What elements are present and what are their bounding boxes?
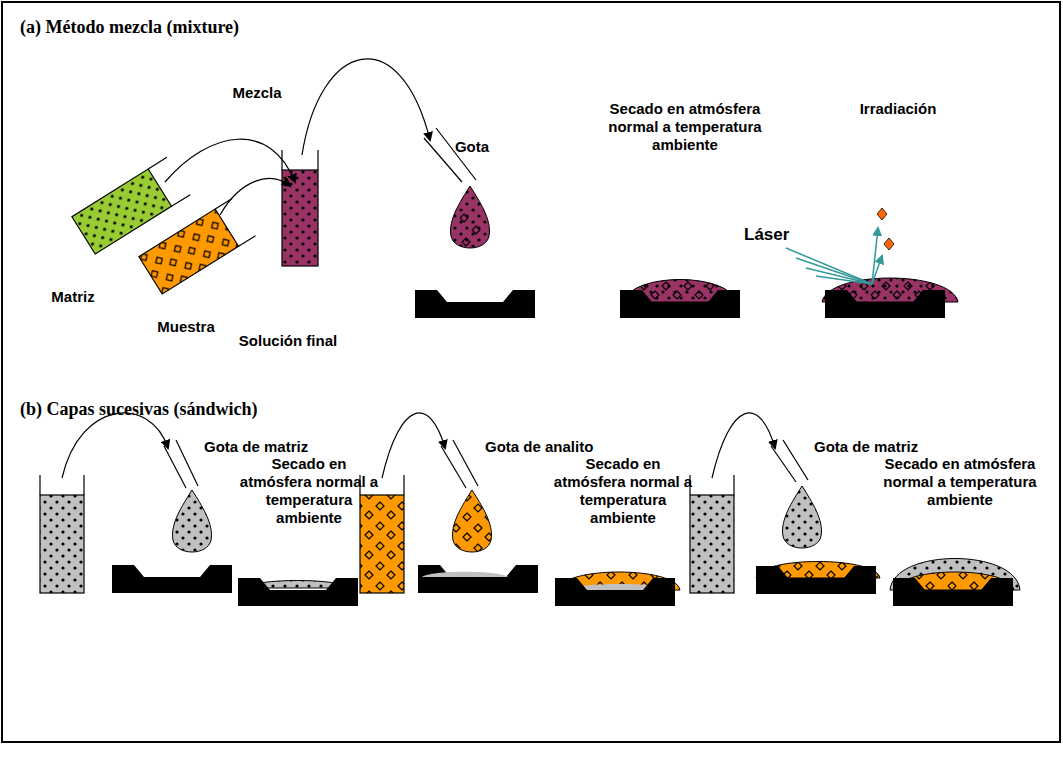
step-label: Gota xyxy=(432,138,512,156)
step-label: Secado en atmósfera normal a temperatura… xyxy=(234,455,384,527)
reagent-label: Muestra xyxy=(138,318,234,336)
reagent-label: Solución final xyxy=(226,332,350,350)
section-title: (b) Capas sucesivas (sándwich) xyxy=(20,398,540,420)
step-label: Secado en atmósfera normal a temperatura… xyxy=(880,455,1040,509)
step-label: Secado en atmósfera normal a temperatura… xyxy=(548,455,698,527)
step-label: Mezcla xyxy=(212,84,302,102)
section-title: (a) Método mezcla (mixture) xyxy=(20,16,540,38)
reagent-label: Matriz xyxy=(28,288,118,306)
laser-label: Láser xyxy=(744,226,808,244)
step-label: Gota de matriz xyxy=(204,438,334,456)
step-label: Irradiación xyxy=(838,100,958,118)
step-label: Gota de matriz xyxy=(814,438,954,456)
step-label: Secado en atmósfera normal a temperatura… xyxy=(585,100,785,154)
step-label: Gota de analito xyxy=(485,438,625,456)
